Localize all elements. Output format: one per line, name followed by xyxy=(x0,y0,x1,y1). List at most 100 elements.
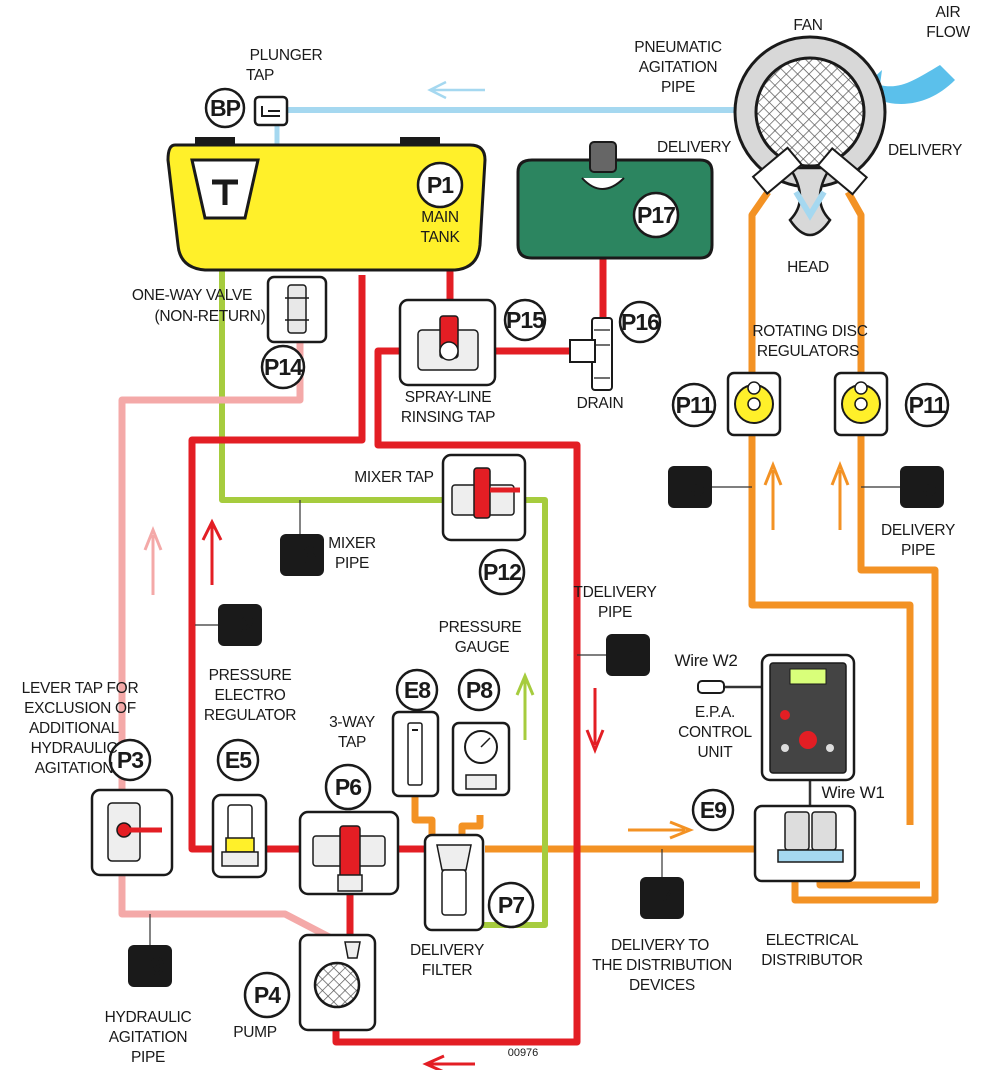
label-mixer-tap: MIXER TAP xyxy=(354,469,433,486)
label-epa-3: UNIT xyxy=(698,744,734,761)
tag-p15: P15 xyxy=(506,307,545,333)
flow-arrow-icon xyxy=(515,672,535,740)
label-main-tank-2: TANK xyxy=(421,229,461,246)
block-tags xyxy=(128,466,944,987)
label-air-flow-2: FLOW xyxy=(926,24,970,41)
tag-t5-right: T5 xyxy=(908,474,936,502)
label-lever-tap-5: AGITATION xyxy=(35,760,114,777)
red-tdelivery-loop xyxy=(332,347,581,1046)
flow-arrow-icon xyxy=(585,688,605,755)
red-tank-return xyxy=(188,275,366,853)
clean-water-tank xyxy=(516,141,714,260)
label-lever-tap-4: HYDRAULIC xyxy=(31,740,118,757)
tag-p12: P12 xyxy=(483,559,521,585)
control-unit-icon xyxy=(697,653,856,782)
label-delivery-to-1: DELIVERY TO xyxy=(611,937,709,954)
label-air-flow-1: AIR xyxy=(936,4,961,21)
mixer-tap xyxy=(441,453,527,542)
orange-delivery-left xyxy=(748,190,914,825)
label-one-way-2: (NON-RETURN) xyxy=(155,308,266,325)
label-epa-2: CONTROL xyxy=(678,724,752,741)
figure-code: 00976 xyxy=(508,1047,539,1059)
label-rotating-2: REGULATORS xyxy=(757,343,859,360)
three-way-tap xyxy=(298,810,400,896)
circle-tags xyxy=(108,87,950,1019)
label-lever-tap-2: EXCLUSION OF xyxy=(24,700,136,717)
tag-e8: E8 xyxy=(404,677,431,703)
tag-p8: P8 xyxy=(466,677,493,703)
label-lever-tap-1: LEVER TAP FOR xyxy=(22,680,139,697)
tag-t6: T6 xyxy=(288,542,315,570)
spray-line-rinsing-tap xyxy=(398,298,497,387)
tag-p3: P3 xyxy=(117,747,143,773)
label-mixer-pipe-2: PIPE xyxy=(335,555,369,572)
label-hydraulic-3: PIPE xyxy=(131,1049,165,1066)
ball-valve-icon xyxy=(473,467,491,519)
drain-tap-icon xyxy=(569,317,613,391)
tag-p4: P4 xyxy=(254,982,281,1008)
tag-p14: P14 xyxy=(264,354,303,380)
tag-t2: T2 xyxy=(226,612,253,640)
label-one-way-1: ONE-WAY VALVE xyxy=(132,287,252,304)
pump-icon xyxy=(298,933,377,1032)
tag-p11-right: P11 xyxy=(909,392,947,418)
tag-p7: P7 xyxy=(498,892,524,918)
tank-cap-icon xyxy=(589,141,617,173)
label-pneumatic-2: AGITATION xyxy=(639,59,718,76)
pressure-electro-regulator xyxy=(211,793,268,879)
tag-t5-left: T5 xyxy=(676,474,704,502)
label-hydraulic-2: AGITATION xyxy=(109,1029,188,1046)
main-tank xyxy=(166,137,487,272)
flow-arrow-icon xyxy=(427,80,485,100)
flow-arrow-icon xyxy=(763,460,783,530)
label-delivery-right: DELIVERY xyxy=(888,142,962,159)
label-filter-1: DELIVERY xyxy=(410,942,484,959)
label-drain: DRAIN xyxy=(577,395,624,412)
label-delivery-to-2: THE DISTRIBUTION xyxy=(592,957,732,974)
label-electro-3: REGULATOR xyxy=(204,707,296,724)
label-distributor-2: DISTRIBUTOR xyxy=(761,952,863,969)
label-spray-line-2: RINSING TAP xyxy=(401,409,495,426)
label-delivery-pipe-1: DELIVERY xyxy=(881,522,955,539)
label-spray-line-1: SPRAY-LINE xyxy=(405,389,492,406)
one-way-valve-icon xyxy=(266,275,328,344)
pressure-gauge-icon xyxy=(451,721,511,797)
pressure-sensor xyxy=(391,710,440,798)
tag-p11-left: P11 xyxy=(676,392,714,418)
tag-bp: BP xyxy=(210,95,241,121)
label-electro-1: PRESSURE xyxy=(209,667,292,684)
ball-valve-icon xyxy=(339,825,361,882)
label-pressure-gauge-1: PRESSURE xyxy=(439,619,522,636)
tag-p17: P17 xyxy=(637,202,675,228)
pink-hydraulic-pipe xyxy=(118,340,337,944)
label-three-way-2: TAP xyxy=(338,734,366,751)
label-pneumatic-1: PNEUMATIC xyxy=(634,39,722,56)
tag-t4: T4 xyxy=(648,885,676,913)
label-distributor-1: ELECTRICAL xyxy=(766,932,859,949)
flow-arrow-icon xyxy=(143,525,163,595)
tag-p6: P6 xyxy=(335,774,361,800)
connector-plug-icon xyxy=(697,680,725,694)
label-filter-2: FILTER xyxy=(422,962,473,979)
rotating-disc-regulator-left xyxy=(726,371,782,437)
label-delivery-pipe-2: PIPE xyxy=(901,542,935,559)
label-epa-1: E.P.A. xyxy=(695,704,735,721)
tag-p1: P1 xyxy=(427,172,454,198)
label-plunger-2: TAP xyxy=(246,67,274,84)
label-three-way-1: 3-WAY xyxy=(329,714,375,731)
tag-t9: T9 xyxy=(136,953,163,981)
label-wire-w1: Wire W1 xyxy=(821,783,884,802)
label-pump: PUMP xyxy=(233,1024,277,1041)
flow-arrow-icon xyxy=(201,518,223,585)
label-delivery-to-3: DEVICES xyxy=(629,977,695,994)
label-lever-tap-3: ADDITIONAL xyxy=(29,720,120,737)
tag-e9: E9 xyxy=(700,797,726,823)
rotating-disc-regulator-right xyxy=(833,371,889,437)
flow-arrow-icon xyxy=(830,460,850,530)
flow-arrow-icon xyxy=(422,1054,475,1070)
label-pneumatic-3: PIPE xyxy=(661,79,695,96)
label-fan: FAN xyxy=(793,17,822,34)
label-pressure-gauge-2: GAUGE xyxy=(455,639,509,656)
fan-icon xyxy=(733,35,887,237)
